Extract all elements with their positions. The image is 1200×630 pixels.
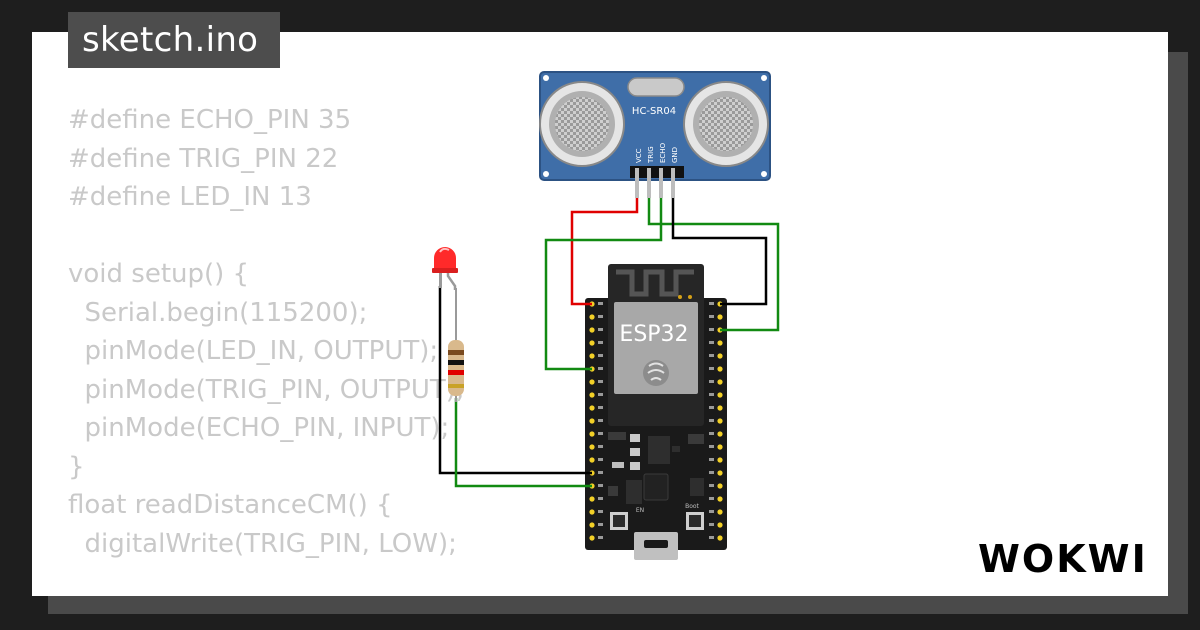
wires xyxy=(438,198,780,488)
wire-led-cathode[interactable] xyxy=(438,286,592,475)
wire-led-anode[interactable] xyxy=(454,398,592,488)
crystal-oscillator xyxy=(627,77,685,97)
sensor-mount-hole xyxy=(543,75,549,81)
sensor-pin-label-gnd: GND xyxy=(671,147,679,163)
code-line: float readDistanceCM() { xyxy=(68,490,393,520)
en-button[interactable] xyxy=(610,512,628,530)
sensor-pin-trig[interactable] xyxy=(647,168,651,198)
sensor-mount-hole xyxy=(543,171,549,177)
code-line: void setup() { xyxy=(68,259,250,289)
transducer-right xyxy=(683,81,769,167)
wire-trig[interactable] xyxy=(647,198,780,332)
wifi-module xyxy=(608,264,704,426)
pin-labels-right xyxy=(709,302,714,539)
sensor-pin-label-echo: ECHO xyxy=(659,142,667,163)
file-tab[interactable]: sketch.ino xyxy=(68,12,281,68)
sensor-pin-header xyxy=(630,166,684,178)
transducer-left xyxy=(539,81,625,167)
boot-button[interactable] xyxy=(686,512,704,530)
code-editor: #define ECHO_PIN 35 #define TRIG_PIN 22 … xyxy=(68,101,628,563)
pin-header-left xyxy=(589,301,595,541)
board-components xyxy=(608,432,704,504)
wokwi-logo-text: WOKWI xyxy=(978,537,1148,581)
sensor-pin-label-trig: TRIG xyxy=(647,146,655,164)
pin-labels-left xyxy=(598,302,603,539)
code-line: Serial.begin(115200); xyxy=(68,297,368,328)
wire-echo[interactable] xyxy=(544,198,663,371)
code-line: pinMode(LED_IN, OUTPUT); xyxy=(68,336,439,366)
code-line: #define ECHO_PIN 35 xyxy=(68,105,352,135)
wire-vcc[interactable] xyxy=(570,198,639,306)
sensor-pin-label-vcc: VCC xyxy=(635,148,643,163)
pin-header-right xyxy=(717,301,723,541)
wokwi-logo: WOKWI xyxy=(978,537,1148,581)
code-line: } xyxy=(68,451,85,482)
code-line: #define LED_IN 13 xyxy=(68,182,312,212)
sensor-mount-hole xyxy=(761,75,767,81)
en-button-label: EN xyxy=(636,507,644,514)
esp32-label: ESP32 xyxy=(619,322,688,347)
sensor-pin-gnd[interactable] xyxy=(671,168,675,198)
resistor[interactable] xyxy=(448,288,464,402)
sensor-mount-hole xyxy=(761,171,767,177)
sensor-label: HC-SR04 xyxy=(632,106,676,117)
code-line: pinMode(TRIG_PIN, OUTPUT); xyxy=(68,374,465,405)
boot-button-label: Boot xyxy=(685,503,699,510)
code-line: digitalWrite(TRIG_PIN, LOW); xyxy=(68,528,457,559)
usb-port xyxy=(634,532,678,560)
code-line: #define TRIG_PIN 22 xyxy=(68,143,339,174)
sensor-pin-echo[interactable] xyxy=(659,168,663,198)
esp32-board[interactable]: ESP32 EN Boot xyxy=(585,264,727,560)
code-line: pinMode(ECHO_PIN, INPUT); xyxy=(68,413,450,443)
sensor-pin-vcc[interactable] xyxy=(635,168,639,198)
wire-gnd[interactable] xyxy=(671,198,768,306)
red-led[interactable] xyxy=(432,247,458,290)
hc-sr04-sensor[interactable]: HC-SR04 VCC TRIG ECHO GND xyxy=(539,71,771,198)
